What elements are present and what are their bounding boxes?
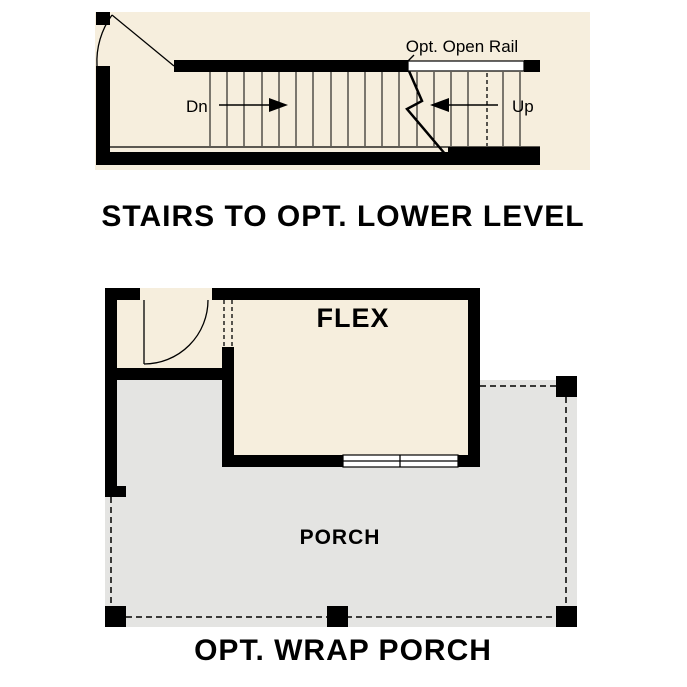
wall-left xyxy=(96,66,110,165)
door-swing-arc xyxy=(143,299,209,365)
porch-caption: OPT. WRAP PORCH xyxy=(194,634,492,667)
stair-treads xyxy=(209,72,521,146)
stairs-diagram: Opt. Open Rail xyxy=(95,12,590,233)
wall-left xyxy=(105,288,117,497)
porch-diagram: FLEX PORCH OPT. WRAP PORCH xyxy=(105,288,577,667)
wall-left-stub xyxy=(105,486,126,497)
entry-door xyxy=(143,299,209,365)
porch-posts xyxy=(105,376,577,627)
up-label: Up xyxy=(512,97,534,116)
flex-bottom-wall-right xyxy=(458,455,480,467)
wall-top xyxy=(174,60,408,72)
wall-top-right xyxy=(212,288,480,300)
up-arrowhead-icon xyxy=(430,98,449,112)
open-rail xyxy=(407,60,525,72)
door-top-left xyxy=(96,14,175,67)
section-break-line xyxy=(405,70,452,162)
door-swing-arc xyxy=(96,14,113,67)
porch-post-bottom-right xyxy=(556,606,577,627)
porch-post-top-right xyxy=(556,376,577,397)
stairs-floor xyxy=(95,12,590,170)
rail-leader-line xyxy=(405,54,415,64)
down-arrowhead-icon xyxy=(269,98,288,112)
door-leaf xyxy=(111,14,175,67)
interior-wall xyxy=(222,347,234,467)
down-arrow xyxy=(219,98,288,112)
porch-room-label: PORCH xyxy=(300,526,381,549)
up-arrow xyxy=(430,98,498,112)
entry-bottom-wall xyxy=(105,368,234,380)
stairs-caption: STAIRS TO OPT. LOWER LEVEL xyxy=(101,200,584,233)
flex-room-label: FLEX xyxy=(316,303,389,333)
cased-opening-dashed xyxy=(223,300,233,347)
down-label: Dn xyxy=(186,97,208,116)
porch-post-bottom-middle xyxy=(327,606,348,627)
porch-post-bottom-left xyxy=(105,606,126,627)
entry-floor xyxy=(105,288,480,380)
rail-note-label: Opt. Open Rail xyxy=(406,37,518,56)
stair-landing-block xyxy=(448,147,540,165)
wall-top-right-stub xyxy=(524,60,540,72)
flex-bottom-wall-left xyxy=(222,455,343,467)
flex-right-wall xyxy=(468,288,480,467)
wall-bottom xyxy=(110,152,540,165)
wall-left-top-stub xyxy=(96,12,110,25)
porch-walls xyxy=(105,288,480,497)
flex-window xyxy=(342,454,459,468)
flex-floor xyxy=(222,380,480,467)
stairs-walls xyxy=(96,12,540,165)
